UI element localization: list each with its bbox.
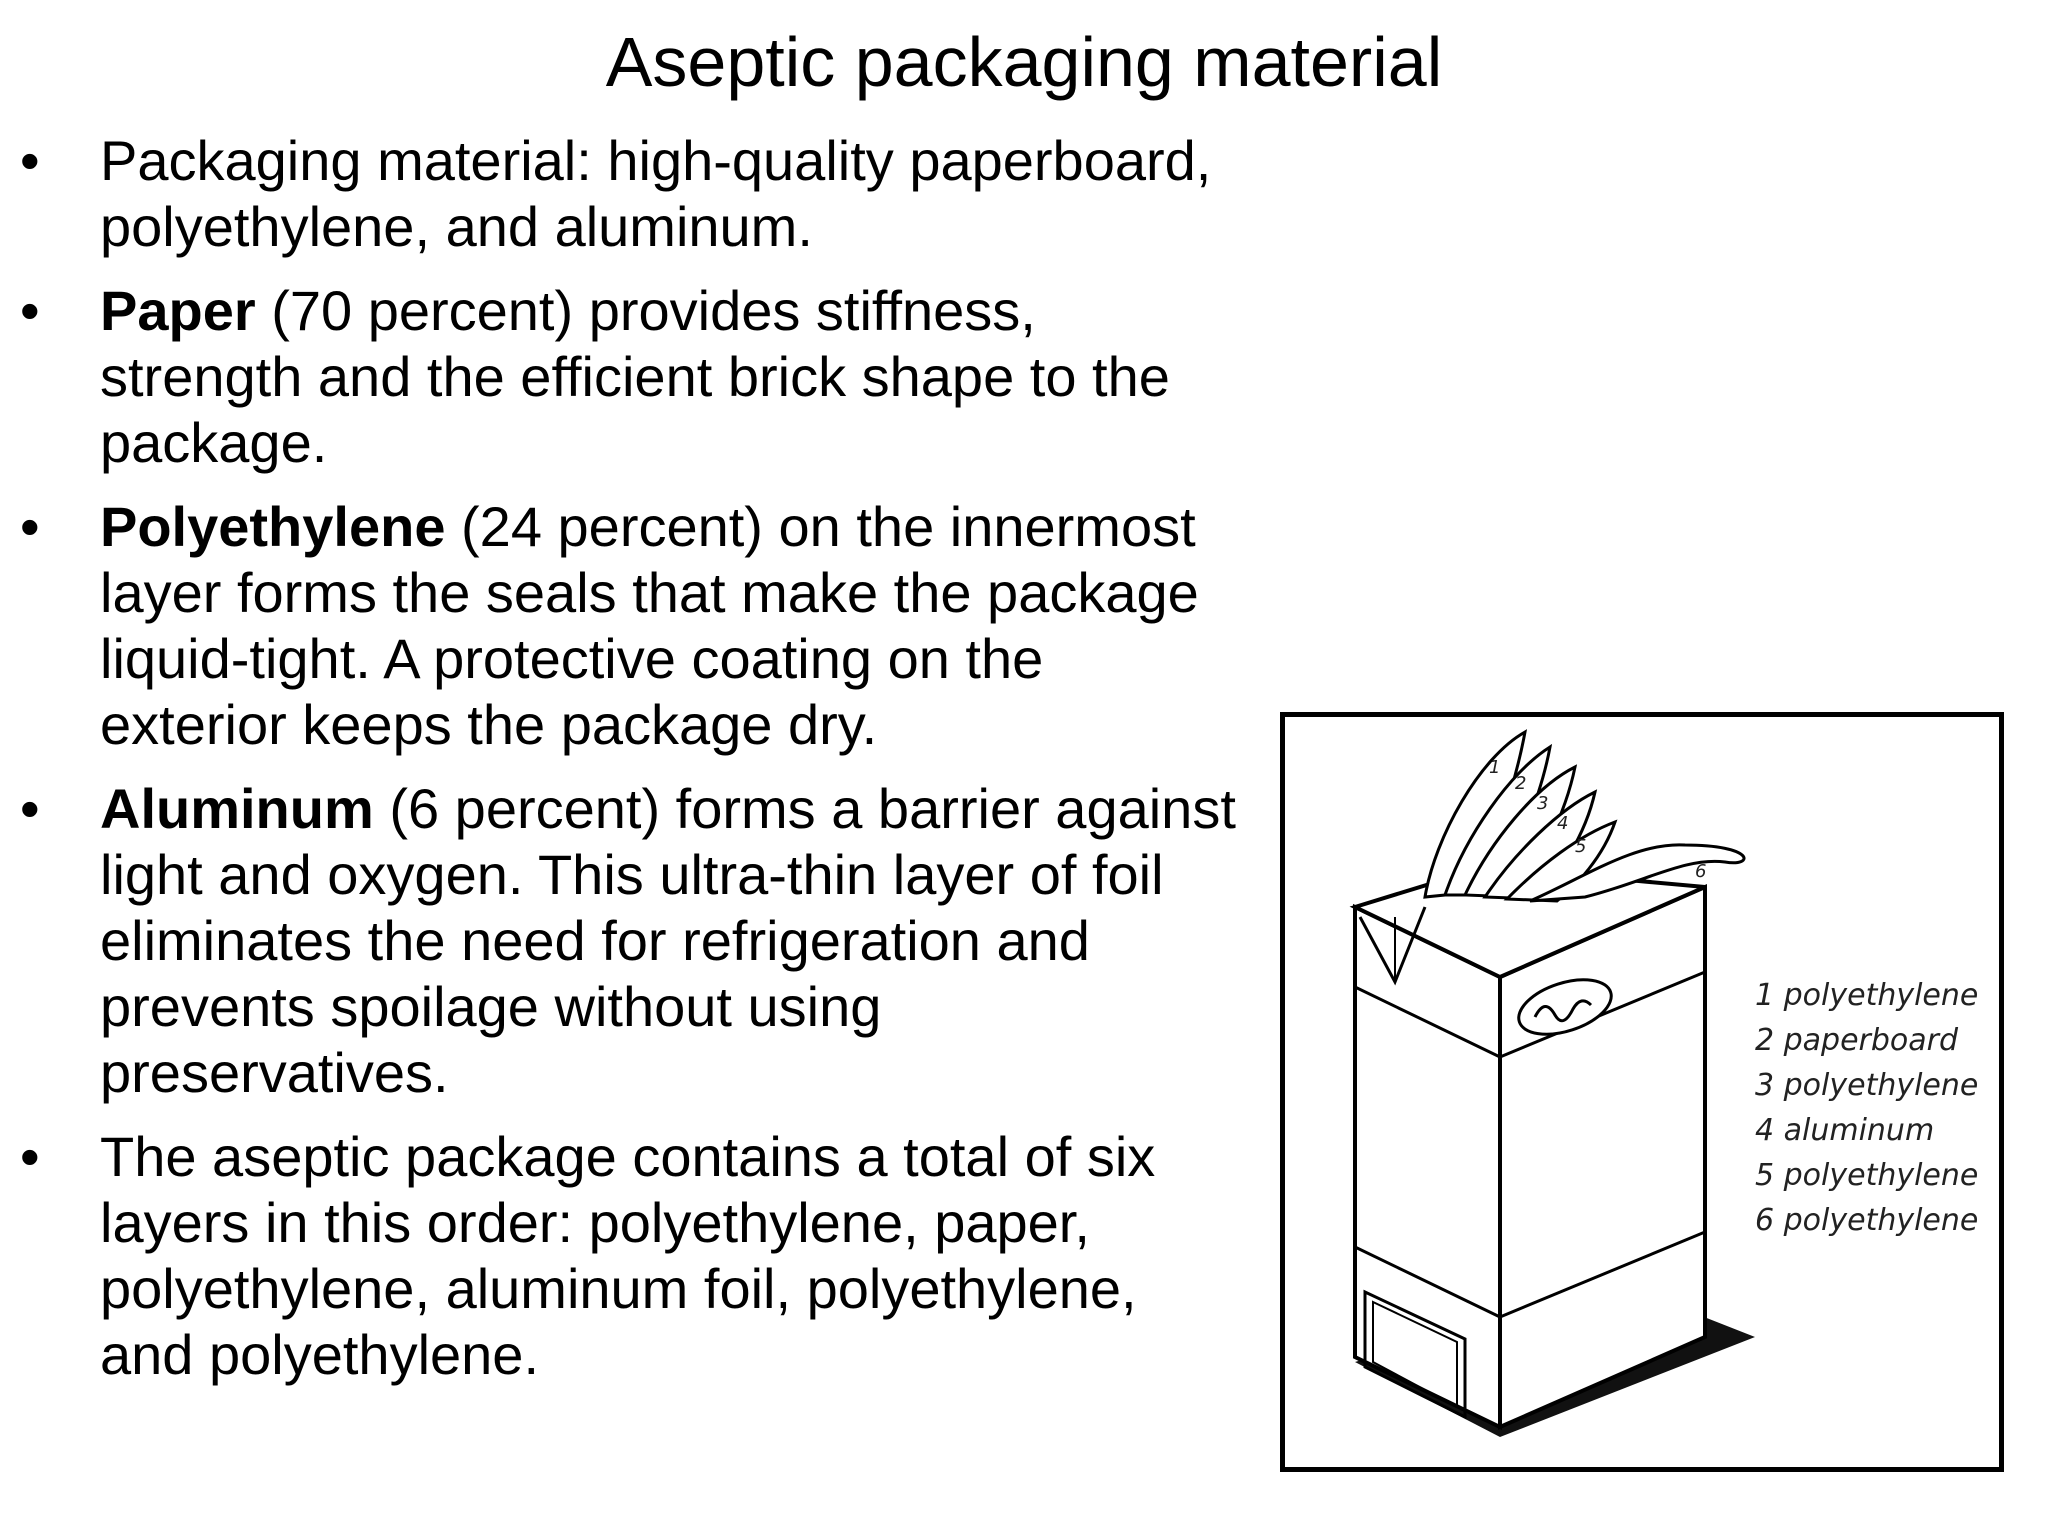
layer-legend: 1 polyethylene 2 paperboard 3 polyethyle… [1755,973,1978,1243]
bullet-text: (70 percent) provides stiffness, strengt… [100,279,1170,474]
bullet-item: • The aseptic package contains a total o… [20,1124,1240,1388]
carton-front-face [1353,903,1502,1431]
bullet-text: The aseptic package contains a total of … [100,1125,1156,1386]
logo-squiggle [1533,999,1593,1023]
carton-illustration: 1 2 3 4 5 6 [1349,729,1755,1437]
layer-number: 5 [1575,836,1586,857]
carton-panel [1363,1289,1467,1420]
slide-title: Aseptic packaging material [605,23,1443,101]
bullet-item: • Aluminum (6 percent) forms a barrier a… [20,776,1240,1106]
legend-item: 3 polyethylene [1755,1068,1979,1103]
bullet-item: • Packaging material: high-quality paper… [20,128,1240,260]
layer-6 [1529,843,1746,903]
layer-number: 6 [1695,861,1706,882]
bullet-text: (24 percent) on the innermost layer form… [100,495,1199,756]
bullet-bold-term: Aluminum [100,777,374,840]
bullet-item: • Paper (70 percent) provides stiffness,… [20,278,1240,476]
legend-item: 6 polyethylene [1755,1203,1979,1238]
carton-side-face [1498,883,1707,1431]
layer-number: 2 [1515,773,1526,794]
bullet-bold-term: Paper [100,279,256,342]
layer-number: 1 [1489,757,1500,778]
logo-oval [1517,978,1613,1036]
bullet-dot: • [20,279,40,342]
bullet-dot: • [20,495,40,558]
legend-item: 2 paperboard [1755,1023,1959,1058]
bullet-text: (6 percent) forms a barrier against ligh… [100,777,1236,1104]
bullet-text: Packaging material: high-quality paperbo… [100,129,1212,258]
legend-item: 4 aluminum [1755,1113,1935,1148]
bullet-dot: • [20,1125,40,1188]
layer-number: 3 [1537,793,1548,814]
bullet-list: • Packaging material: high-quality paper… [20,128,1240,1406]
bullet-bold-term: Polyethylene [100,495,446,558]
bullet-dot: • [20,777,40,840]
legend-item: 1 polyethylene [1755,978,1979,1013]
bullet-item: • Polyethylene (24 percent) on the inner… [20,494,1240,758]
carton-figure: 1 2 3 4 5 6 1 polyethylene 2 paperboard … [1280,712,2004,1472]
bullet-dot: • [20,129,40,192]
layer-number: 4 [1557,813,1568,834]
legend-item: 5 polyethylene [1755,1158,1979,1193]
